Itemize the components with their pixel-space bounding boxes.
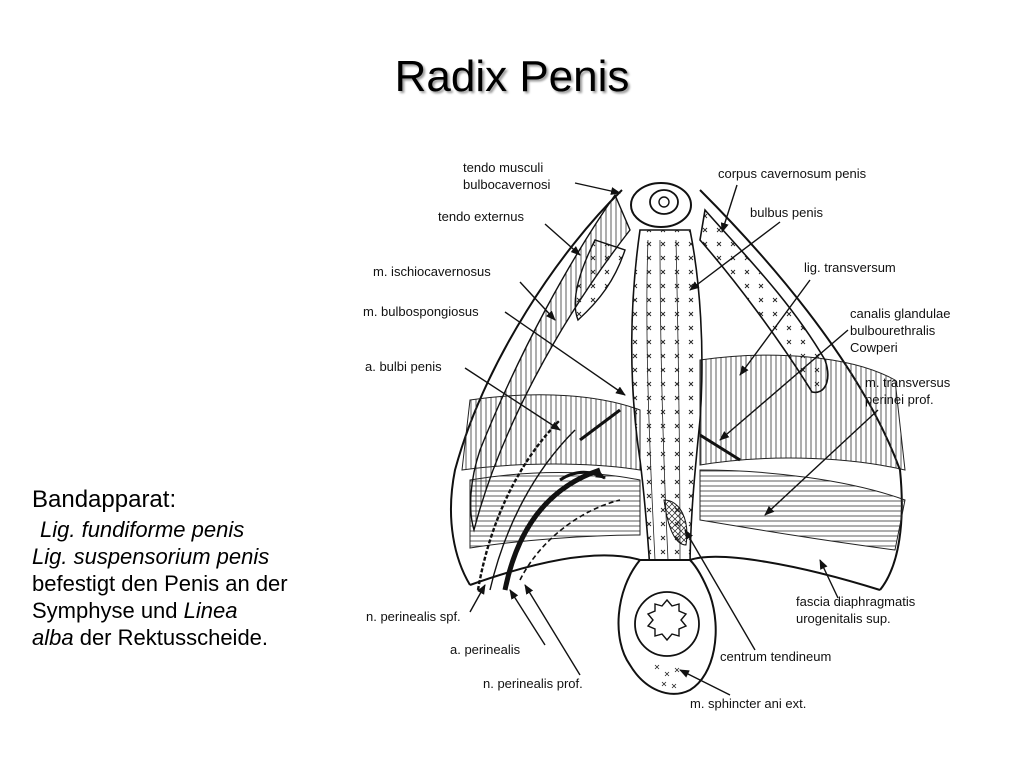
panel-line-symphyse: Symphyse und Linea (32, 597, 362, 624)
label-bulbus-penis: bulbus penis (750, 205, 823, 220)
label-canalis-line1: canalis glandulae (850, 306, 950, 321)
leader-a-bulbi-penis (464, 367, 561, 431)
leader-bulbospongiosus (504, 311, 626, 396)
leader-m-transversus (764, 409, 879, 516)
panel-line-alba: alba der Rektusscheide. (32, 624, 362, 651)
panel-heading: Bandapparat: (32, 486, 177, 513)
penis-cross-section (630, 182, 692, 228)
label-m-sphincter-ani: m. sphincter ani ext. (690, 696, 806, 711)
label-m-bulbospongiosus: m. bulbospongiosus (363, 304, 479, 319)
label-m-transversus-line1: m. transversus (865, 375, 951, 390)
panel-symphyse-text: Symphyse und (32, 598, 184, 623)
leader-n-perinealis-prof (524, 584, 581, 676)
panel-linea-text: Linea (183, 598, 238, 623)
label-n-perinealis-spf: n. perinealis spf. (366, 609, 461, 624)
leader-ischiocavernosus (519, 281, 556, 321)
label-lig-transversum: lig. transversum (804, 260, 896, 275)
leader-a-perinealis (509, 589, 546, 646)
label-fascia-line1: fascia diaphragmatis (796, 594, 916, 609)
panel-line-suspensorium: Lig. suspensorium penis (32, 544, 270, 569)
transverse-muscle-band (461, 354, 906, 551)
label-m-transversus-line2: perinei prof. (865, 392, 934, 407)
label-a-perinealis: a. perinealis (450, 642, 521, 657)
label-m-ischiocavernosus: m. ischiocavernosus (373, 264, 491, 279)
anus-sphincter (617, 559, 717, 695)
label-tendo-musculi-line2: bulbocavernosi (463, 177, 551, 192)
panel-line-fundiforme: Lig. fundiforme penis (40, 517, 245, 542)
leader-lig-transversum (739, 279, 811, 376)
leader-tendo-externus (544, 223, 581, 256)
label-fascia-line2: urogenitalis sup. (796, 611, 891, 626)
label-canalis-line3: Cowperi (850, 340, 898, 355)
leader-m-sphincter (679, 669, 731, 696)
page-title: Radix Penis (394, 52, 630, 101)
label-centrum-tendineum: centrum tendineum (720, 649, 831, 664)
leader-centrum-tendineum (684, 529, 756, 651)
label-corpus-cavernosum: corpus cavernosum penis (718, 166, 867, 181)
leader-tendo-musculi (574, 182, 621, 195)
ligament-text-panel: Bandapparat: Lig. fundiforme penis Lig. … (32, 484, 362, 651)
corpus-cavernosum-right (574, 208, 829, 394)
panel-alba-text: alba (32, 625, 74, 650)
leader-fascia (819, 559, 839, 599)
bulbus-penis-central (630, 229, 703, 571)
leader-corpus-cavernosum (720, 184, 738, 233)
label-a-bulbi-penis: a. bulbi penis (365, 359, 442, 374)
label-canalis-line2: bulbourethralis (850, 323, 936, 338)
leader-bulbus-penis (689, 221, 781, 291)
label-n-perinealis-prof: n. perinealis prof. (483, 676, 583, 691)
nerves-arteries-left (476, 408, 741, 591)
leader-canalis (719, 329, 849, 441)
leader-lines (464, 182, 879, 696)
label-tendo-externus: tendo externus (438, 209, 525, 224)
panel-line-befestigt: befestigt den Penis an der (32, 571, 288, 596)
panel-rektus-text: der Rektusscheide. (73, 625, 269, 650)
label-tendo-musculi-line1: tendo musculi (463, 160, 543, 175)
leader-n-perinealis-spf (469, 584, 486, 613)
